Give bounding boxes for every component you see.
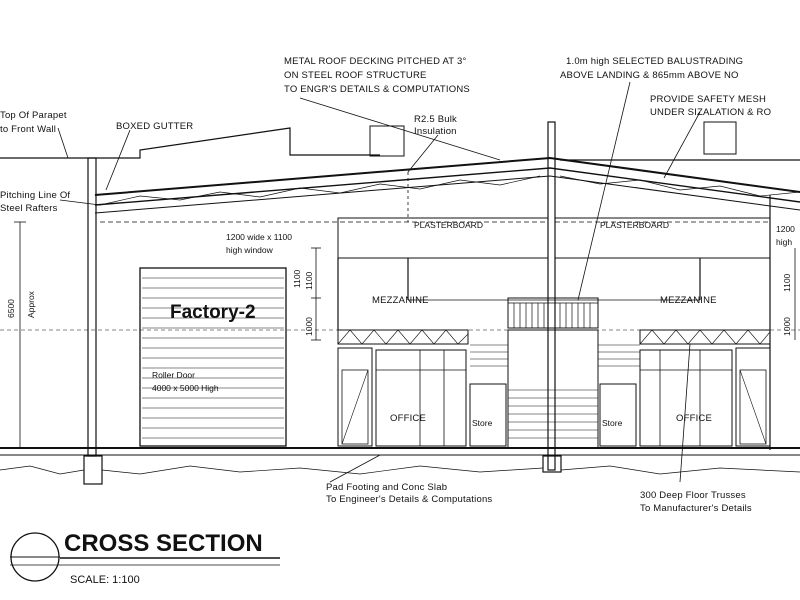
insulation-note-line1: R2.5 Bulk — [414, 114, 457, 125]
factory-label: Factory-2 — [170, 302, 256, 323]
safety-mesh-note-line1: PROVIDE SAFETY MESH — [650, 94, 766, 105]
boxed-gutter-note: BOXED GUTTER — [116, 121, 193, 132]
roller-door-note-line2: 4000 x 5000 High — [152, 383, 219, 393]
mezzanine-right-label: MEZZANINE — [660, 295, 717, 306]
structure-lines — [0, 81, 800, 582]
window-height-dimension-2: 1100 — [304, 271, 314, 290]
store-left-label: Store — [472, 418, 493, 428]
floor-trusses-note-line2: To Manufacturer's Details — [640, 503, 752, 514]
roof-decking-note-line3: TO ENGR'S DETAILS & COMPUTATIONS — [284, 84, 470, 95]
window-right-note-line1: 1200 — [776, 224, 795, 234]
pitching-line-note-line2: Steel Rafters — [0, 203, 58, 214]
floor-trusses-note-line1: 300 Deep Floor Trusses — [640, 490, 746, 501]
mezzanine-left-label: MEZZANINE — [372, 295, 429, 306]
plasterboard-left-label: PLASTERBOARD — [414, 220, 483, 230]
store-right-label: Store — [602, 418, 623, 428]
roof-decking-note-line2: ON STEEL ROOF STRUCTURE — [284, 70, 427, 81]
sill-height-dimension-right: 1000 — [782, 317, 792, 336]
window-left-note-line1: 1200 wide x 1100 — [226, 232, 292, 242]
overall-height-dimension: 6500 — [6, 299, 16, 318]
roof-decking-note-line1: METAL ROOF DECKING PITCHED AT 3° — [284, 56, 466, 67]
pad-footing-note-line2: To Engineer's Details & Computations — [326, 494, 492, 505]
window-height-dimension-1: 1100 — [292, 269, 302, 288]
pad-footing-note-line1: Pad Footing and Conc Slab — [326, 482, 447, 493]
safety-mesh-note-line2: UNDER SIZALATION & RO — [650, 107, 771, 118]
balustrading-note-line2: ABOVE LANDING & 865mm ABOVE NO — [560, 70, 739, 81]
parapet-note-line2: to Front Wall — [0, 124, 56, 135]
sill-height-dimension: 1000 — [304, 317, 314, 336]
insulation-note-line2: Insulation — [414, 126, 457, 137]
window-height-dimension-right: 1100 — [782, 273, 792, 292]
parapet-note-line1: Top Of Parapet — [0, 110, 67, 121]
drawing-title: CROSS SECTION — [64, 530, 263, 557]
roller-door-note-line1: Roller Door — [152, 370, 195, 380]
drawing-scale: SCALE: 1:100 — [70, 574, 140, 586]
office-left-label: OFFICE — [390, 413, 426, 424]
pitching-line-note-line1: Pitching Line Of — [0, 190, 70, 201]
overall-height-approx: Approx — [26, 290, 36, 318]
balustrading-note-line1: 1.0m high SELECTED BALUSTRADING — [566, 56, 743, 67]
office-right-label: OFFICE — [676, 413, 712, 424]
window-left-note-line2: high window — [226, 245, 274, 255]
window-right-note-line2: high — [776, 237, 792, 247]
plasterboard-right-label: PLASTERBOARD — [600, 220, 669, 230]
